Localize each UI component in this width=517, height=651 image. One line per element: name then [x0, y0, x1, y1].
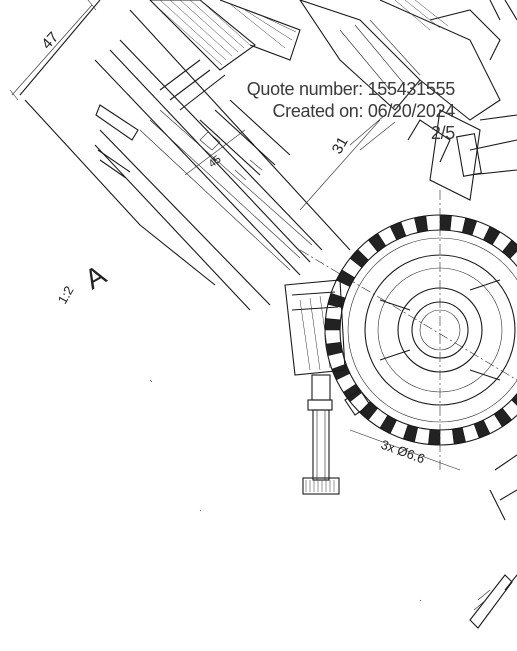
page-indicator: 2/5: [431, 122, 455, 144]
gear-tooth: [402, 424, 419, 443]
gear-tooth: [482, 225, 501, 246]
top-hatched-block: [149, 0, 301, 71]
dimension-45: 45: [184, 129, 246, 176]
created-on-label: Created on:: [272, 101, 364, 121]
housing-assembly: 47 45 31: [9, 0, 517, 311]
gear-tooth: [501, 239, 517, 259]
gear-tooth: [439, 214, 452, 231]
gear-tooth: [327, 292, 346, 309]
gear-tooth: [342, 383, 363, 403]
dimension-31-label: 31: [329, 134, 352, 157]
gear-tooth: [389, 221, 407, 241]
gear-tooth: [493, 407, 513, 428]
created-on-line: Created on: 06/20/2024: [272, 100, 455, 122]
section-letter-label: A: [80, 259, 112, 295]
gear-teeth: [324, 214, 517, 446]
bore-callout-label: 3x Ø6.6: [379, 437, 427, 467]
vertical-rod: [284, 279, 346, 495]
gear-tooth: [324, 318, 341, 331]
gear-tooth: [379, 414, 398, 435]
gear-tooth: [335, 269, 356, 288]
gear-tooth: [414, 215, 429, 233]
dimension-45-label: 45: [206, 153, 223, 170]
gear-tooth: [428, 429, 441, 446]
gear-tooth: [473, 419, 491, 439]
page-indicator-value: 2/5: [430, 123, 455, 143]
gear-assembly: 3x Ø6.6: [299, 190, 517, 471]
gear-tooth: [349, 249, 369, 269]
dimension-31: 31: [299, 119, 381, 211]
created-on-date: 06/20/2024: [367, 101, 455, 121]
upper-right-mechanism: [299, 0, 517, 201]
section-scale-label: 1:2: [55, 283, 77, 306]
gear-tooth: [331, 363, 351, 381]
quote-number-line: Quote number: 155431555: [246, 78, 456, 100]
dimension-47: 47: [9, 0, 97, 101]
gear-tooth: [367, 232, 387, 253]
section-marker-a: 1:2 A: [55, 259, 112, 307]
gear-tooth: [511, 393, 517, 406]
gear-tooth: [451, 427, 466, 445]
quote-number-label: Quote number:: [246, 79, 363, 99]
scan-noise: [149, 379, 422, 602]
quote-number-value: 155431555: [367, 79, 456, 99]
gear-tooth: [325, 341, 343, 356]
gear-tooth: [461, 217, 478, 236]
right-lower-fragments: [469, 454, 517, 629]
